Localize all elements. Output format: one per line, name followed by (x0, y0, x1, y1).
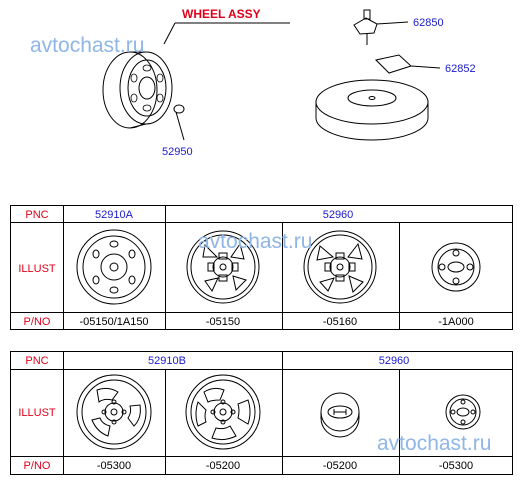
t2-pno-2: -05200 (206, 460, 240, 472)
part-number-62852[interactable]: 62852 (445, 63, 476, 75)
t2-pno-3: -05200 (323, 460, 357, 472)
t1-pnc-52910a[interactable]: 52910A (95, 209, 134, 221)
wheel-assy-title: WHEEL ASSY (182, 7, 261, 21)
part-number-62850[interactable]: 62850 (413, 17, 444, 29)
t1-pno-1: -05150/1A150 (79, 316, 148, 328)
t1-pnc-52960[interactable]: 52960 (323, 209, 354, 221)
part-number-52950[interactable]: 52950 (162, 146, 193, 158)
watermark-top: avtochast.ru (30, 34, 144, 57)
t2-pnc-label: PNC (25, 355, 48, 367)
t1-pnc-label: PNC (25, 209, 48, 221)
alloy-wheel-illustration (185, 374, 261, 450)
t2-pnc-52960[interactable]: 52960 (379, 355, 410, 367)
wheel-assembly-illustration (102, 9, 441, 141)
wheel-cover-illustration (303, 230, 377, 304)
t2-pno-label: P/NO (24, 460, 51, 472)
center-cap-illustration (445, 394, 481, 430)
watermark-middle: avtochast.ru (198, 230, 312, 253)
t2-illust-label: ILLUST (18, 407, 56, 419)
table-1-grid (10, 205, 513, 330)
t2-pno-4: -05300 (439, 460, 473, 472)
t1-pno-3: -05160 (323, 316, 357, 328)
styled-steel-wheel-illustration (76, 374, 152, 450)
hyundai-cap-illustration (320, 392, 360, 438)
t2-pno-1: -05300 (97, 460, 131, 472)
steel-wheel-illustration (76, 229, 152, 305)
watermark-bottom: avtochast.ru (377, 432, 491, 455)
center-cap-illustration (431, 242, 481, 292)
t1-pno-label: P/NO (24, 316, 51, 328)
t2-pnc-52910b[interactable]: 52910B (148, 355, 186, 367)
wheel-cover-illustration (186, 230, 260, 304)
table-2-grid (10, 351, 513, 475)
t1-pno-2: -05150 (206, 316, 240, 328)
t1-illust-label: ILLUST (18, 263, 56, 275)
t1-pno-4: -1A000 (438, 316, 473, 328)
